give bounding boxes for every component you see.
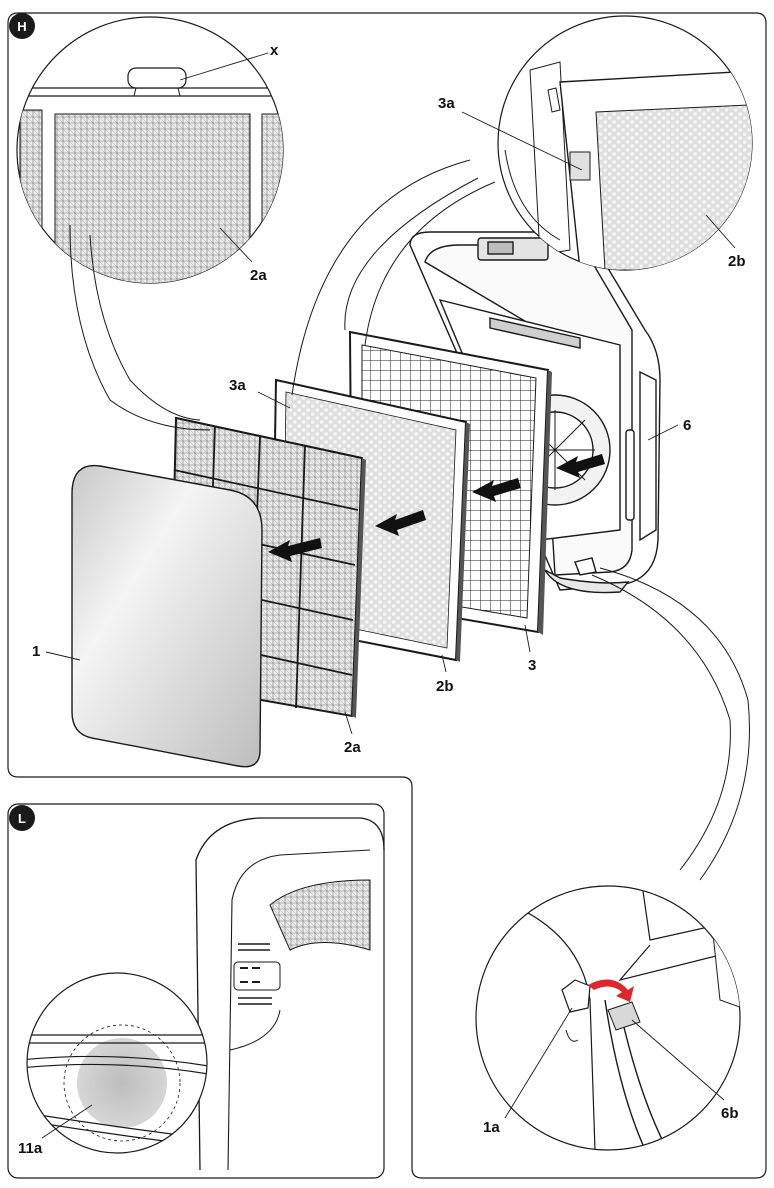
leader-3 (524, 624, 531, 653)
leader-zoom-3a (461, 111, 583, 171)
zoom-circle-6b (475, 885, 741, 1151)
label-2b: 2b (436, 678, 454, 695)
svg-text:L: L (18, 811, 26, 826)
leader-1a (504, 1007, 573, 1119)
label-11a: 11a (18, 1140, 43, 1157)
panel-l-frame (7, 803, 385, 1179)
badge-l: L (9, 805, 35, 831)
label-6b: 6b (721, 1105, 739, 1122)
zoom2-connector (291, 159, 496, 396)
leader-x (179, 52, 269, 81)
insert-arrow-1 (268, 538, 322, 562)
zoom3-connector (591, 567, 750, 881)
rotate-arrow (588, 979, 634, 1002)
label-3a: 3a (229, 377, 246, 394)
leader-3a (257, 391, 291, 409)
label-x: x (270, 42, 279, 59)
leader-2b (441, 654, 447, 673)
label-3: 3 (528, 657, 536, 674)
leader-6b (631, 1019, 725, 1101)
zoom-circle-11a (26, 972, 208, 1154)
pre-filter-1 (71, 464, 263, 768)
zoom-circle-2b (497, 15, 753, 271)
zoom1-connector (69, 224, 211, 431)
insert-arrow-3 (472, 478, 521, 502)
leader-1 (45, 651, 81, 661)
svg-text:H: H (17, 19, 26, 34)
leader-11a (41, 1104, 93, 1139)
label-1a: 1a (483, 1119, 500, 1136)
badge-h: H (9, 13, 35, 39)
label-zoom-2b: 2b (728, 253, 746, 270)
leader-zoom-2b (705, 214, 736, 249)
label-6: 6 (683, 417, 691, 434)
leader-zoom-2a (219, 227, 253, 263)
label-1: 1 (32, 643, 40, 660)
leader-2a (344, 711, 353, 735)
purifier-back-view (195, 817, 385, 1171)
panel-h-frame (7, 12, 767, 1179)
leader-6 (647, 424, 679, 441)
insert-arrow-4 (556, 454, 605, 478)
label-zoom-2a: 2a (250, 267, 267, 284)
label-2a: 2a (344, 739, 361, 756)
zoom4-connector (229, 1009, 281, 1051)
insert-arrow-2 (375, 510, 426, 536)
label-zoom-3a: 3a (438, 95, 455, 112)
